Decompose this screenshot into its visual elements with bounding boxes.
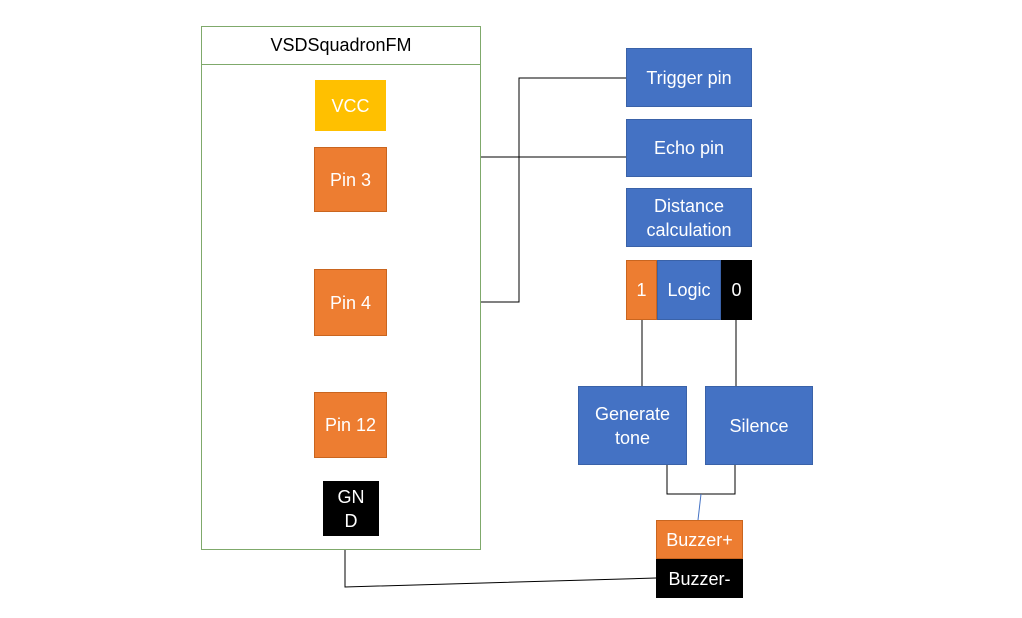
pin12-block: Pin 12 <box>314 392 387 458</box>
wire-gnd-buzzer-minus <box>344 536 657 588</box>
pin4-label: Pin 4 <box>329 292 372 313</box>
trigger-pin-label: Trigger pin <box>646 67 732 88</box>
vcc-label: VCC <box>331 95 370 116</box>
pin12-label: Pin 12 <box>324 415 377 435</box>
generate-tone-block: Generate tone <box>578 386 687 465</box>
logic-label: Logic <box>667 280 711 300</box>
echo-pin-label: Echo pin <box>653 138 725 158</box>
logic-zero-block: 0 <box>721 260 752 320</box>
logic-one-label: 1 <box>636 280 647 300</box>
board-title: VSDSquadronFM <box>202 27 480 65</box>
generate-tone-label: Generate tone <box>594 403 671 448</box>
buzzer-minus-label: Buzzer- <box>668 568 731 589</box>
gnd-label: GN D <box>337 486 365 531</box>
distance-calculation-block: Distance calculation <box>626 188 752 247</box>
silence-block: Silence <box>705 386 813 465</box>
distance-calculation-label: Distance calculation <box>646 195 732 240</box>
wire-outputs-join <box>666 465 736 495</box>
buzzer-minus-block: Buzzer- <box>656 559 743 598</box>
pin3-label: Pin 3 <box>329 169 372 190</box>
trigger-pin-block: Trigger pin <box>626 48 752 107</box>
buzzer-plus-label: Buzzer+ <box>666 529 733 550</box>
wire-join-buzzer <box>697 493 702 521</box>
pin4-block: Pin 4 <box>314 269 387 336</box>
vcc-block: VCC <box>315 80 386 131</box>
pin3-block: Pin 3 <box>314 147 387 212</box>
silence-label: Silence <box>729 415 789 436</box>
logic-one-block: 1 <box>626 260 657 320</box>
logic-zero-label: 0 <box>731 280 742 300</box>
echo-pin-block: Echo pin <box>626 119 752 177</box>
logic-block: Logic <box>657 260 721 320</box>
buzzer-plus-block: Buzzer+ <box>656 520 743 559</box>
gnd-block: GN D <box>323 481 379 536</box>
